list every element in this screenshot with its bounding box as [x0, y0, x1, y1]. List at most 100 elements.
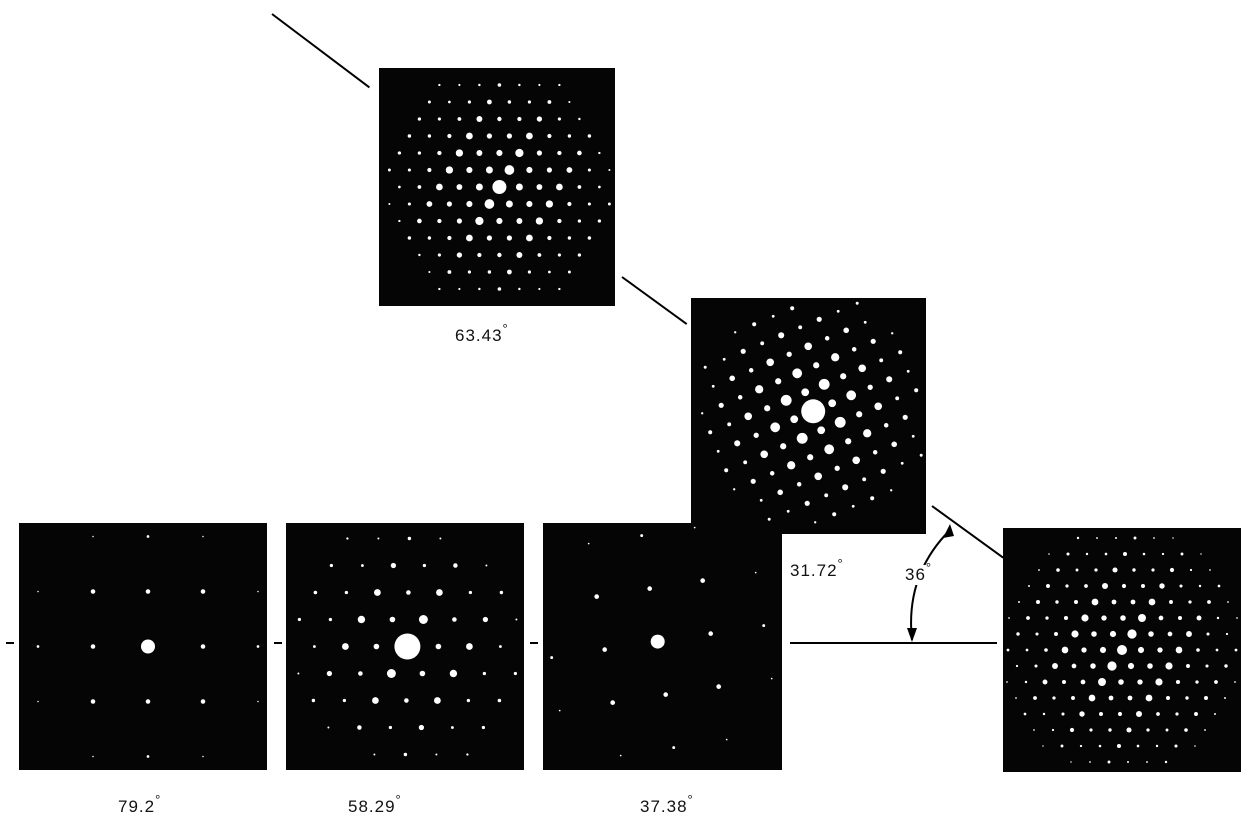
- diffraction-spot: [478, 288, 480, 290]
- diffraction-spot: [824, 444, 834, 454]
- diffraction-spot: [719, 403, 724, 408]
- diffraction-spot: [874, 402, 882, 410]
- diffraction-spot: [1146, 761, 1148, 763]
- diffraction-spot: [257, 701, 259, 703]
- diffraction-spot: [528, 270, 531, 273]
- diffraction-spot: [436, 589, 443, 596]
- diffraction-spot: [770, 422, 780, 432]
- diffraction-spot: [408, 537, 411, 540]
- diffraction-spot: [515, 619, 517, 621]
- diffraction-spot: [389, 726, 392, 729]
- diffraction-spot: [1099, 712, 1103, 716]
- angle-label-79: 79.2°: [118, 797, 161, 817]
- diffraction-spot: [420, 671, 426, 677]
- spot-pattern: [1003, 528, 1241, 772]
- diffraction-spot: [357, 725, 361, 729]
- diffraction-spot: [547, 236, 551, 240]
- diffraction-spot: [438, 288, 440, 290]
- diffraction-spot: [819, 379, 830, 390]
- diffraction-spot: [457, 252, 462, 257]
- diffraction-spot: [568, 271, 571, 274]
- diffraction-spot: [787, 510, 790, 513]
- diffraction-spot: [437, 219, 441, 223]
- diffraction-spot: [1195, 680, 1198, 683]
- diffraction-spot: [343, 699, 346, 702]
- diffraction-spot: [1166, 729, 1169, 732]
- diffraction-spot: [1074, 600, 1078, 604]
- diffraction-spot: [141, 640, 155, 654]
- diffraction-spot: [694, 527, 696, 529]
- diffraction-spot: [840, 373, 846, 379]
- diffraction-spot: [1035, 632, 1038, 635]
- diffraction-spot: [1043, 680, 1048, 685]
- diffraction-spot: [452, 617, 457, 622]
- diffraction-spot: [712, 385, 715, 388]
- diffraction-spot: [312, 699, 315, 702]
- diffraction-spot: [466, 201, 472, 207]
- diffraction-spot: [558, 117, 561, 120]
- diffraction-spot: [257, 591, 259, 593]
- diffraction-spot: [1168, 632, 1173, 637]
- diffraction-spot: [398, 151, 401, 154]
- diffraction-spot: [1214, 713, 1216, 715]
- diffraction-spot: [734, 331, 736, 333]
- diffraction-spot: [487, 235, 492, 240]
- diffraction-spot: [787, 461, 795, 469]
- diffraction-spot: [1170, 568, 1174, 572]
- diffraction-spot: [507, 270, 512, 275]
- diffraction-spot: [327, 727, 329, 729]
- diffraction-spot: [1207, 600, 1211, 604]
- diffraction-spot: [1028, 585, 1030, 587]
- diffraction-spot: [723, 358, 726, 361]
- diffraction-spot: [1081, 647, 1086, 652]
- diffraction-spot: [427, 168, 431, 172]
- diffraction-spot: [458, 84, 460, 86]
- diffraction-spot: [476, 116, 482, 122]
- diffraction-spot: [257, 645, 260, 648]
- diffraction-spot: [507, 235, 512, 240]
- diffraction-spot: [428, 134, 431, 137]
- diffraction-spot: [358, 616, 365, 623]
- diffraction-spot: [760, 450, 768, 458]
- diffraction-spot: [538, 288, 540, 290]
- diffraction-spot: [588, 202, 591, 205]
- diffraction-spot: [729, 375, 735, 381]
- diffraction-spot: [824, 493, 828, 497]
- diffraction-spot: [1008, 617, 1010, 619]
- diffraction-spot: [446, 166, 453, 173]
- diffraction-spot: [426, 201, 432, 207]
- diffraction-spot: [374, 644, 380, 650]
- spot-pattern: [691, 298, 926, 534]
- diffraction-spot: [1071, 630, 1078, 637]
- diffraction-spot: [903, 415, 908, 420]
- diffraction-spot: [1138, 614, 1146, 622]
- diffraction-spot: [1200, 553, 1201, 554]
- diffraction-spot: [598, 186, 601, 189]
- diffraction-spot: [447, 236, 451, 240]
- diffraction-spot: [476, 184, 483, 191]
- diffraction-spot: [610, 700, 615, 705]
- diffraction-spot: [879, 358, 883, 362]
- diffraction-spot: [313, 645, 316, 648]
- diffraction-spot: [557, 219, 561, 223]
- diffraction-spot: [373, 754, 375, 756]
- diffraction-spot: [884, 423, 889, 428]
- diffraction-spot: [516, 218, 522, 224]
- diffraction-spot: [487, 100, 492, 105]
- diffraction-spot: [1015, 697, 1017, 699]
- diffraction-spot: [1117, 645, 1127, 655]
- diffraction-spot: [1117, 744, 1121, 748]
- diffraction-spot: [1056, 568, 1060, 572]
- diffraction-spot: [508, 100, 511, 103]
- diffraction-spot: [498, 699, 502, 703]
- diffraction-spot: [787, 352, 792, 357]
- diffraction-spot: [920, 454, 923, 457]
- diffraction-spot: [1159, 583, 1164, 588]
- diffraction-spot: [1100, 647, 1106, 653]
- diffraction-spot: [1096, 537, 1098, 539]
- diffraction-spot: [559, 710, 561, 712]
- diffraction-spot: [329, 618, 332, 621]
- diffraction-spot: [468, 100, 471, 103]
- diffraction-spot: [1137, 745, 1140, 748]
- diffraction-spot: [1181, 553, 1184, 556]
